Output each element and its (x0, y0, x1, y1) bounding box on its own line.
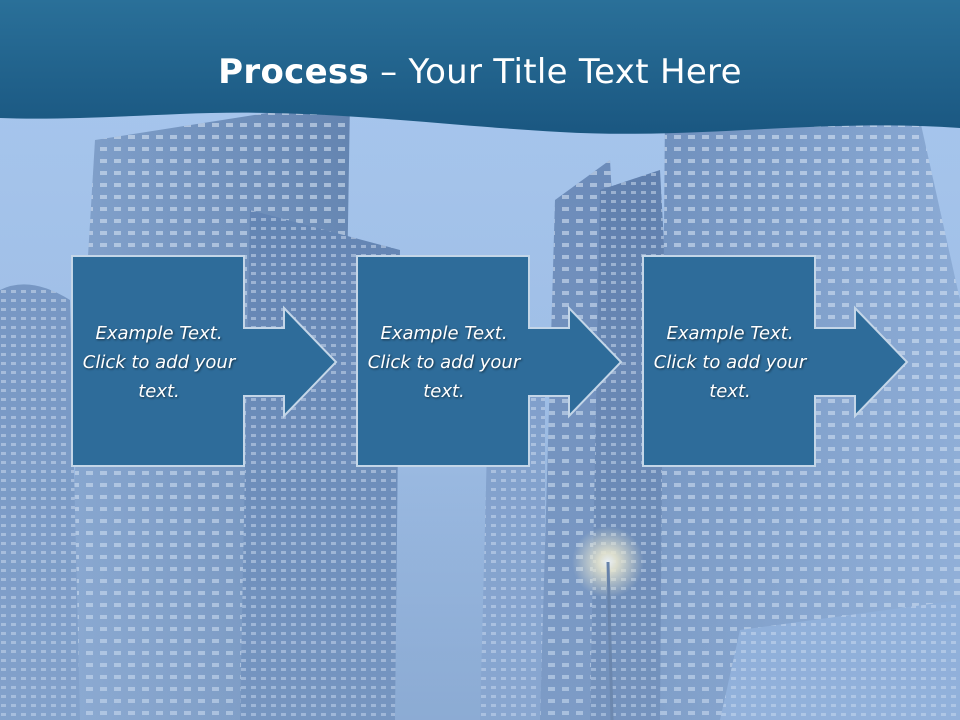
slide-title[interactable]: Process – Your Title Text Here (0, 52, 960, 92)
title-text: – Your Title Text Here (369, 52, 742, 92)
process-step-1[interactable]: Example Text. Click to add your text. (71, 255, 416, 468)
step-3-label: Example Text. Click to add your text. (653, 322, 807, 402)
arrow-right-icon (356, 255, 623, 467)
step-2-label: Example Text. Click to add your text. (367, 322, 521, 402)
process-step-2[interactable]: Example Text. Click to add your text. (356, 255, 701, 468)
step-1-text[interactable]: Example Text. Click to add your text. (72, 256, 246, 468)
step-1-label: Example Text. Click to add your text. (82, 322, 236, 402)
process-step-3[interactable]: Example Text. Click to add your text. (642, 255, 960, 468)
step-2-text[interactable]: Example Text. Click to add your text. (357, 256, 531, 468)
arrow-right-icon (71, 255, 338, 467)
step-3-text[interactable]: Example Text. Click to add your text. (643, 256, 817, 468)
arrow-right-icon (642, 255, 909, 467)
title-emphasis: Process (218, 52, 370, 92)
